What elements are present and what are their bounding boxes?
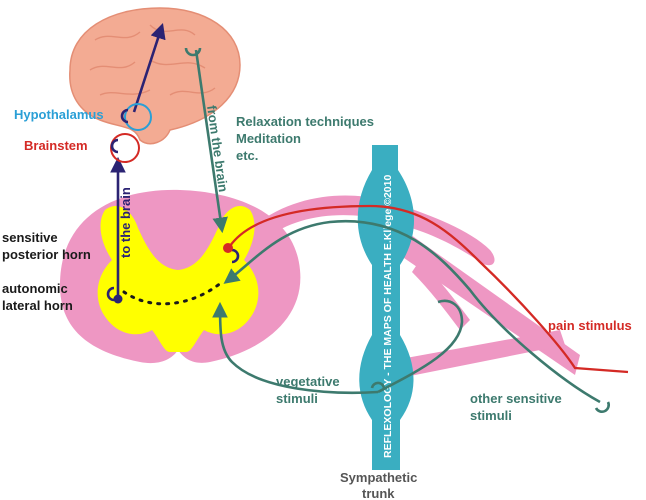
vegetative-nerve-path [212, 301, 379, 395]
vegetative-trunk-link [377, 299, 464, 394]
brain-illustration [69, 7, 241, 145]
to-brain-label: to the brain [118, 187, 133, 258]
sensitive-horn-label-1: sensitive [2, 230, 58, 245]
relaxation-label: Relaxation techniques [236, 114, 374, 129]
autonomic-dot [113, 294, 123, 304]
to-brain-path-upper [132, 23, 166, 113]
sympathetic-trunk-label-1: Sympathetic [340, 470, 417, 485]
watermark-text: REFLEXOLOGY - THE MAPS OF HEALTH E.Klieg… [382, 175, 394, 458]
brainstem-label: Brainstem [24, 138, 88, 153]
spinal-nerve-branches [255, 195, 580, 378]
autonomic-horn-label-2: lateral horn [2, 298, 73, 313]
other-sensitive-label-2: stimuli [470, 408, 512, 423]
sympathetic-trunk [357, 145, 415, 470]
hypothalamus-label: Hypothalamus [14, 107, 104, 122]
synapse-symbols [106, 108, 240, 302]
hypothalamus-ring [124, 103, 152, 131]
from-brain-path [194, 49, 228, 234]
sympathetic-trunk-label-2: trunk [362, 486, 395, 500]
brainstem-ring [110, 133, 140, 163]
etc-label: etc. [236, 148, 258, 163]
pain-stimulus-label: pain stimulus [548, 318, 632, 333]
other-sensitive-label-1: other sensitive [470, 391, 562, 406]
sensitive-horn-label-2: posterior horn [2, 247, 91, 262]
pain-nerve-path [229, 204, 629, 374]
autonomic-horn-label-1: autonomic [2, 281, 68, 296]
reflex-dotted-path [122, 280, 224, 306]
from-brain-label: from the brain [204, 104, 231, 193]
vegetative-label-2: stimuli [276, 391, 318, 406]
vegetative-label-1: vegetative [276, 374, 340, 389]
teal-synapses [184, 47, 610, 413]
other-sensitive-nerve-path [223, 219, 601, 404]
meditation-label: Meditation [236, 131, 301, 146]
sensitive-dot [223, 243, 233, 253]
